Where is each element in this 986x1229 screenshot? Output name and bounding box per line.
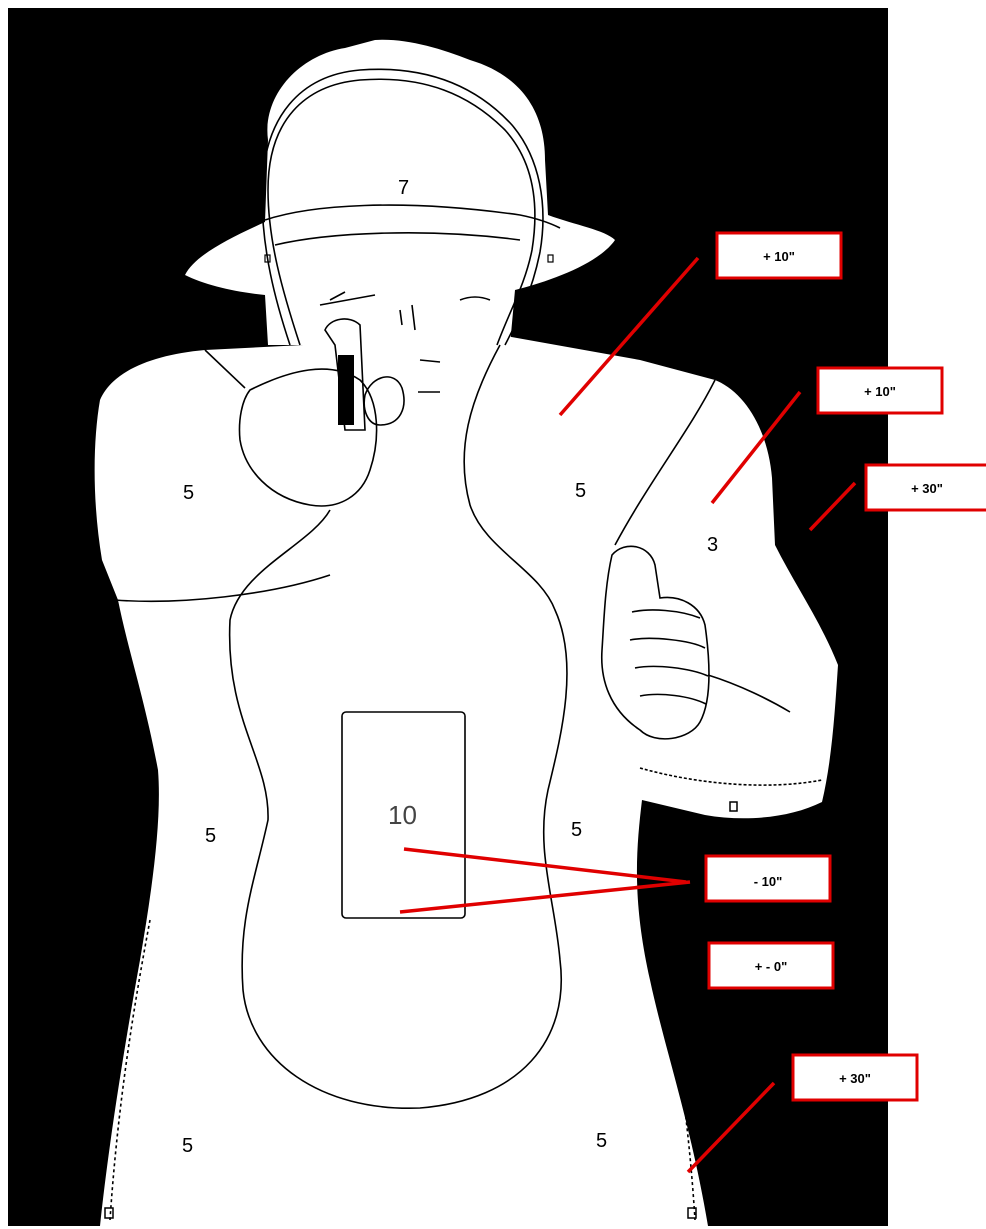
silhouette-lines xyxy=(104,68,823,1221)
zone-labels: 7 5 5 3 5 5 10 5 5 xyxy=(182,177,718,1157)
svg-text:- 10": - 10" xyxy=(754,874,783,889)
zone-left-waist-label: 5 xyxy=(205,825,216,847)
svg-text:+ 10": + 10" xyxy=(763,249,795,264)
zone-right-shoulder-label: 5 xyxy=(575,480,586,502)
zone-left-shoulder-label: 5 xyxy=(183,482,194,504)
leader-center-body xyxy=(399,880,691,914)
leader-center-x xyxy=(403,847,687,884)
callout-shoulder-upper: + 10" xyxy=(715,231,843,280)
svg-text:+ 30": + 30" xyxy=(839,1071,871,1086)
zone-center-x-label: 10 xyxy=(388,800,417,830)
leader-arm xyxy=(710,390,802,505)
leader-off-body-upper xyxy=(808,481,857,532)
zone-right-arm-label: 3 xyxy=(707,534,718,556)
callout-leaders xyxy=(399,256,857,1174)
callout-center-x: - 10" xyxy=(704,854,832,903)
callout-off-body-lower: + 30" xyxy=(791,1053,919,1102)
zone-left-hip-label: 5 xyxy=(182,1135,193,1157)
ten-zone-box xyxy=(341,711,466,919)
callouts: + 10" + 10" + 30" - 10" + - 0" + 30" xyxy=(704,231,986,1102)
callout-arm: + 10" xyxy=(816,366,944,415)
callout-center-body: + - 0" xyxy=(707,941,835,990)
callout-off-body-upper: + 30" xyxy=(864,463,986,512)
zone-head-label: 7 xyxy=(398,177,409,199)
zone-right-waist-label: 5 xyxy=(571,819,582,841)
svg-text:+ 10": + 10" xyxy=(864,384,896,399)
leader-off-body-lower xyxy=(686,1081,776,1174)
svg-text:+ - 0": + - 0" xyxy=(755,959,788,974)
svg-text:+ 30": + 30" xyxy=(911,481,943,496)
leader-shoulder-upper xyxy=(558,256,700,417)
zone-right-hip-label: 5 xyxy=(596,1130,607,1152)
